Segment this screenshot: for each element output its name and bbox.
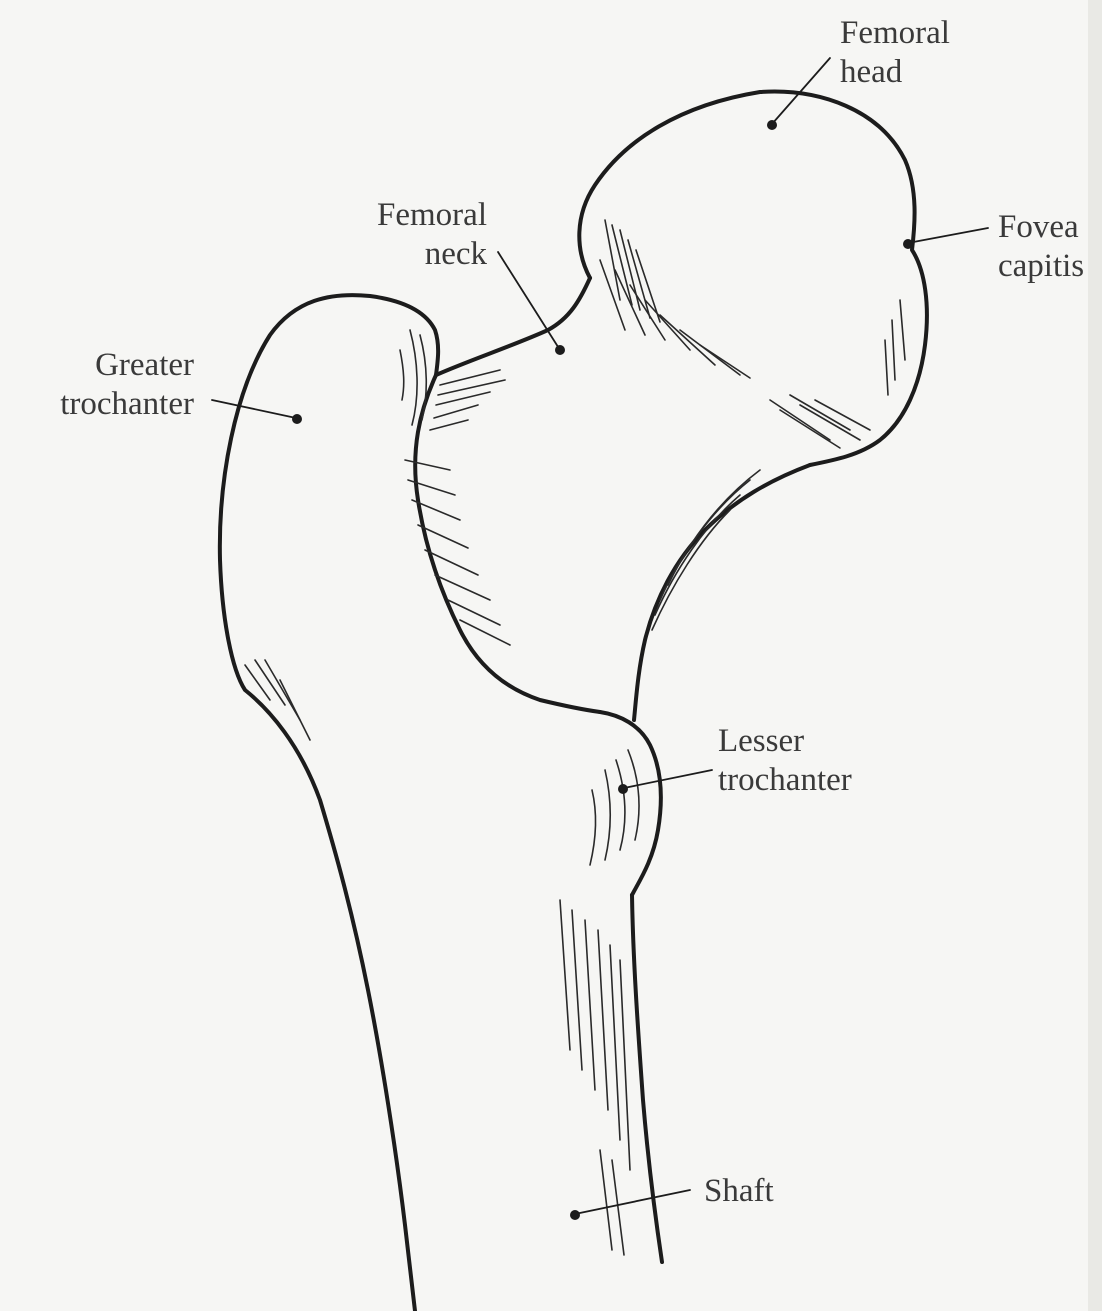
fovea-capitis-label: Fovea capitis xyxy=(998,208,1084,286)
greater-trochanter-label-line-1: Greater xyxy=(18,346,194,385)
femoral-head-label-line-2: head xyxy=(840,53,950,92)
femoral-head-label: Femoral head xyxy=(840,14,950,92)
femur-outline xyxy=(220,92,927,1311)
lesser-trochanter-label-line-1: Lesser xyxy=(718,722,852,761)
greater-trochanter-label: Greater trochanter xyxy=(18,346,194,424)
intertrochanteric-outline xyxy=(415,375,600,712)
shaft-dot xyxy=(570,1210,580,1220)
greater-trochanter-dot xyxy=(292,414,302,424)
medial-shaft-outline xyxy=(632,895,662,1262)
femoral-neck-label-line-2: neck xyxy=(345,235,487,274)
fovea-capitis-leader xyxy=(908,228,988,243)
fovea-capitis-label-line-1: Fovea xyxy=(998,208,1084,247)
femoral-neck-upper-outline xyxy=(436,278,590,375)
lesser-trochanter-label-line-2: trochanter xyxy=(718,761,852,800)
femoral-neck-lower-outline xyxy=(634,465,810,720)
shaft-leader xyxy=(575,1190,690,1214)
femoral-neck-label-line-1: Femoral xyxy=(345,196,487,235)
fovea-capitis-dot xyxy=(903,239,913,249)
femoral-neck-dot xyxy=(555,345,565,355)
greater-trochanter-leader xyxy=(212,400,296,418)
landmark-dots xyxy=(292,120,913,1220)
femoral-neck-leader xyxy=(498,252,560,350)
lesser-trochanter-dot xyxy=(618,784,628,794)
leader-lines xyxy=(212,58,988,1214)
femoral-head-label-line-1: Femoral xyxy=(840,14,950,53)
lesser-trochanter-label: Lesser trochanter xyxy=(718,722,852,800)
femoral-head-dot xyxy=(767,120,777,130)
greater-trochanter-outline xyxy=(220,295,438,1311)
greater-trochanter-label-line-2: trochanter xyxy=(18,385,194,424)
shaft-label-text: Shaft xyxy=(704,1172,774,1211)
femoral-neck-label: Femoral neck xyxy=(345,196,487,274)
fovea-capitis-label-line-2: capitis xyxy=(998,247,1084,286)
shaft-label: Shaft xyxy=(704,1172,774,1211)
